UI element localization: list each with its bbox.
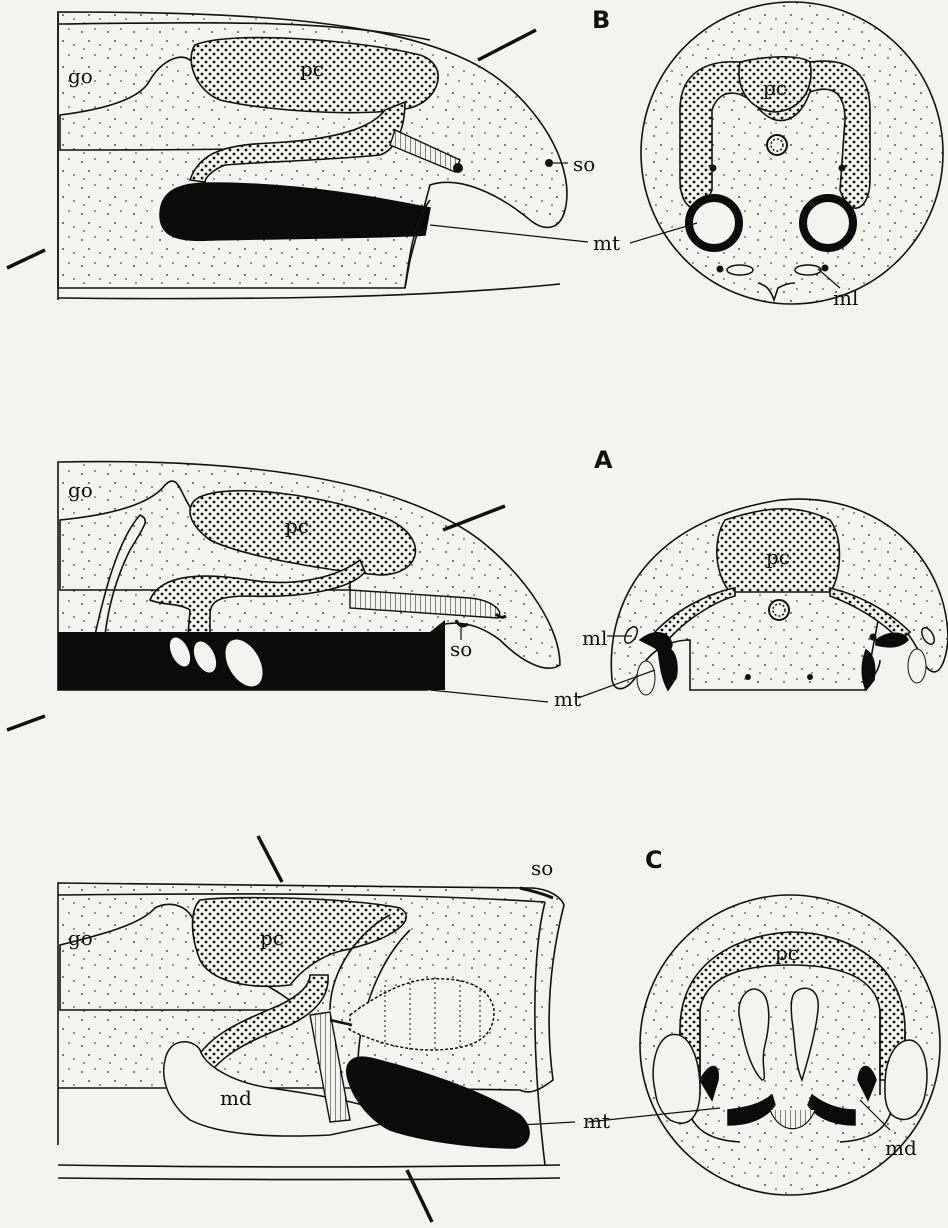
panel-b-cross-section: pc ml	[630, 2, 943, 310]
label-go-a: go	[68, 478, 93, 502]
label-so-c: so	[531, 856, 553, 880]
label-pc-b-cross: pc	[763, 76, 787, 100]
label-pc-a-cross: pc	[766, 545, 790, 569]
panel-c-cross-section: pc md	[588, 895, 940, 1195]
panel-a-cross-section: pc ml	[578, 499, 948, 698]
label-pc-c-side: pc	[260, 926, 284, 950]
panel-a: go pc so A mt pc ml	[7, 446, 948, 730]
panel-a-longitudinal-section: go pc so	[7, 462, 560, 730]
label-pc-a-side: pc	[285, 514, 309, 538]
label-so-a: so	[450, 637, 472, 661]
label-so-b: so	[573, 152, 595, 176]
label-md-c-side: md	[220, 1086, 252, 1110]
panel-b-longitudinal-section: go pc so	[7, 12, 595, 300]
panel-letter-c: C	[645, 846, 663, 874]
label-pc-c-cross: pc	[775, 941, 799, 965]
panel-letter-b: B	[592, 6, 610, 34]
label-go-c: go	[68, 926, 93, 950]
label-pc-b-side: pc	[300, 57, 324, 81]
panel-c: go pc md so C mt pc md	[58, 836, 940, 1222]
label-ml-a: ml	[582, 626, 607, 650]
label-md-c-cross: md	[885, 1136, 917, 1160]
panel-letter-a: A	[594, 446, 613, 474]
panel-b: go pc so B mt pc ml	[7, 2, 943, 310]
label-mt-b: mt	[593, 231, 620, 255]
label-go-b: go	[68, 64, 93, 88]
label-mt-a: mt	[554, 687, 581, 711]
label-ml-b: ml	[833, 286, 858, 310]
panel-c-longitudinal-section: go pc md so	[58, 836, 564, 1222]
